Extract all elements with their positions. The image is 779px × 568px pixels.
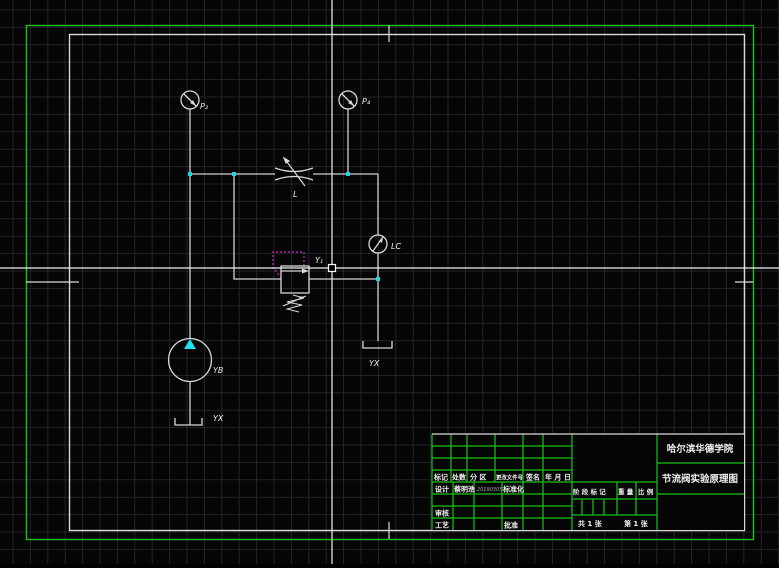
tb-process: 工艺: [435, 521, 449, 530]
hydraulic-lines: [189, 109, 379, 425]
tb-sheets-total: 共 1 张: [578, 519, 603, 528]
tb-review: 审核: [435, 509, 449, 518]
tb-header-signature: 签名: [525, 473, 540, 482]
tb-header-zone: 分 区: [470, 473, 486, 482]
tb-stage-mark: 阶 段 标 记: [573, 487, 606, 496]
junction-dots: [188, 172, 380, 281]
relief-valve[interactable]: Y₁: [272, 251, 323, 313]
pump-label: YB: [213, 366, 223, 375]
tb-header-change-doc: 更改文件号: [496, 474, 524, 482]
tb-sheet-number: 第 1 张: [624, 519, 649, 528]
tb-drawing-title: 节流阀实验原理图: [662, 473, 738, 485]
tb-header-count: 处数: [451, 473, 467, 482]
tb-design-date: 20190305: [477, 487, 502, 493]
tb-designer-name: 蔡明浩: [453, 485, 475, 494]
flow-meter-label: LC: [391, 242, 401, 251]
tb-institution: 哈尔滨华德学院: [667, 443, 734, 455]
pickbox-icon: [327, 263, 337, 273]
pump-direction-arrow-icon: [184, 339, 196, 349]
tank-right[interactable]: YX: [362, 341, 393, 368]
throttle-valve[interactable]: L: [274, 156, 314, 199]
center-marks: [26, 25, 753, 539]
tank-pump[interactable]: YX: [174, 414, 224, 426]
pressure-gauge-p4[interactable]: P₄: [338, 90, 371, 110]
pressure-gauge-p2[interactable]: P₂: [180, 90, 209, 111]
title-block: 标记 处数 分 区 更改文件号 签名 年 月 日 设计 蔡明浩 20190305…: [431, 433, 744, 530]
tb-header-mark: 标记: [433, 473, 448, 482]
tb-scale: 比 例: [638, 487, 654, 496]
gauge-p4-label: P₄: [362, 97, 371, 106]
tb-design-label: 设计: [435, 485, 449, 494]
tank-right-label: YX: [369, 359, 380, 368]
tb-header-date: 年 月 日: [545, 473, 571, 482]
relief-valve-label: Y₁: [315, 256, 323, 265]
hydraulic-pump[interactable]: YB: [167, 337, 224, 383]
flow-meter-lc[interactable]: LC: [368, 234, 401, 254]
gauge-p2-label: P₂: [200, 102, 209, 111]
tb-weight: 重 量: [618, 487, 634, 496]
tb-standardization: 标准化: [502, 485, 524, 494]
tb-approve: 批准: [504, 521, 518, 530]
tank-pump-label: YX: [213, 414, 224, 423]
throttle-label: L: [293, 190, 297, 199]
